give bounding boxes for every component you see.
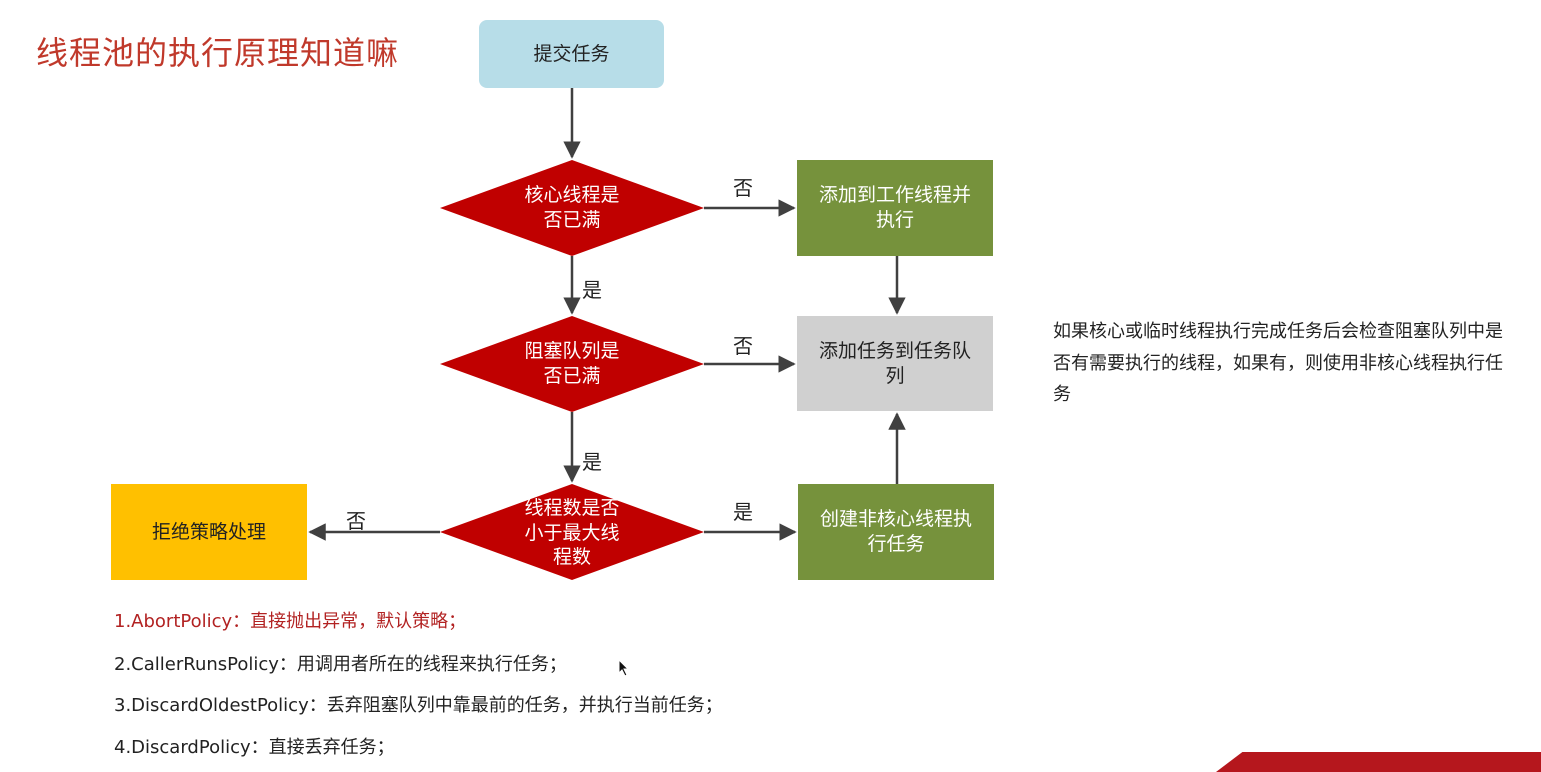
reject-box-label: 拒绝策略处理 bbox=[151, 520, 266, 543]
policy-item-abort: 1.AbortPolicy：直接抛出异常，默认策略； bbox=[114, 611, 467, 632]
edge-label-queue-yes: 是 bbox=[582, 450, 602, 474]
action-add-worker-label: 添加到工作线程并 执行 bbox=[818, 184, 971, 231]
edge-label-max-yes: 是 bbox=[733, 500, 753, 524]
decision-core-full-label: 核心线程是 否已满 bbox=[524, 184, 620, 231]
decision-less-than-max bbox=[440, 484, 704, 580]
policy-item-caller-runs: 2.CallerRunsPolicy：用调用者所在的线程来执行任务； bbox=[114, 654, 567, 675]
start-box bbox=[479, 20, 664, 88]
slide-title: 线程池的执行原理知道嘛 bbox=[36, 34, 400, 72]
decision-queue-full bbox=[440, 316, 704, 412]
side-note: 如果核心或临时线程执行完成任务后会检查阻塞队列中是否有需要执行的线程，如果有，则… bbox=[1053, 321, 1503, 405]
edge-label-max-no: 否 bbox=[346, 509, 366, 533]
decision-queue-full-label: 阻塞队列是 否已满 bbox=[524, 340, 620, 387]
decision-core-full bbox=[440, 160, 704, 256]
action-add-worker-box bbox=[797, 160, 993, 256]
action-create-noncore-box bbox=[798, 484, 994, 580]
edge-label-queue-no: 否 bbox=[733, 334, 753, 358]
footer-banner bbox=[1216, 752, 1541, 772]
edge-label-core-yes: 是 bbox=[582, 278, 602, 302]
action-add-queue-box bbox=[797, 316, 993, 411]
action-add-queue-label: 添加任务到任务队 列 bbox=[818, 339, 971, 387]
edge-label-core-no: 否 bbox=[733, 176, 753, 200]
policy-item-discard-oldest: 3.DiscardOldestPolicy：丢弃阻塞队列中靠最前的任务，并执行当… bbox=[114, 695, 723, 716]
start-box-label: 提交任务 bbox=[533, 42, 610, 65]
decision-less-than-max-label: 线程数是否 小于最大线 程数 bbox=[524, 496, 620, 569]
mouse-cursor-icon bbox=[618, 659, 630, 677]
reject-box bbox=[111, 484, 307, 580]
action-create-noncore-label: 创建非核心线程执 行任务 bbox=[819, 508, 972, 555]
policy-item-discard: 4.DiscardPolicy：直接丢弃任务； bbox=[114, 737, 395, 758]
